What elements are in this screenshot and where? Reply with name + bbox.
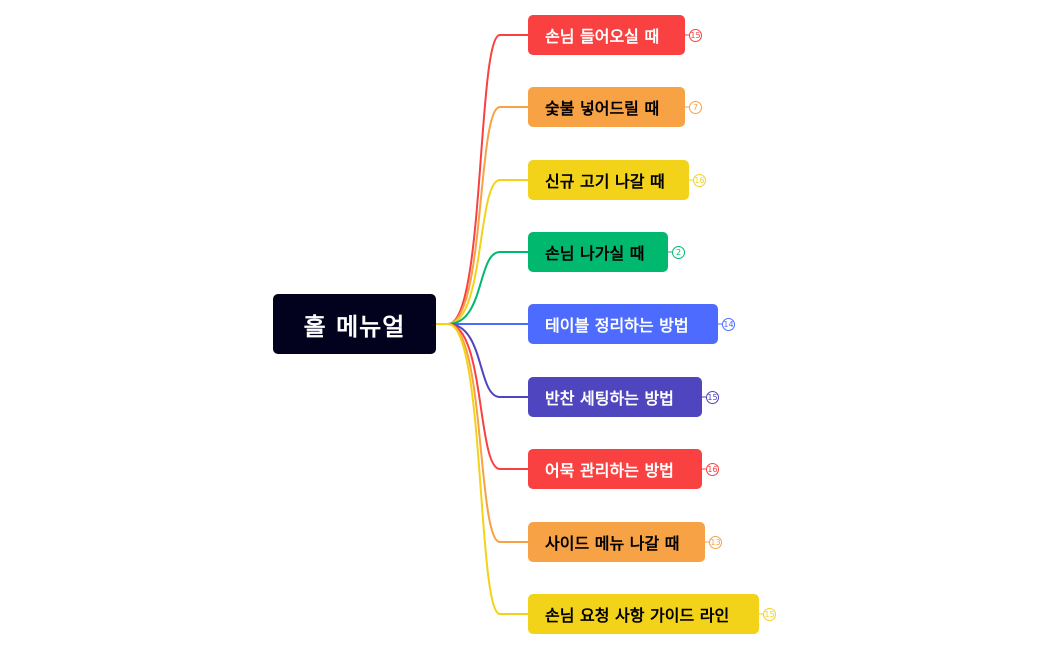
subtopic-count-badge[interactable]: 15 — [763, 607, 776, 621]
branch-node[interactable]: 손님 들어오실 때 — [528, 15, 685, 55]
connector-line — [436, 179, 528, 325]
branch-node[interactable]: 손님 나가실 때 — [528, 232, 668, 272]
subtopic-count-badge[interactable]: 7 — [689, 100, 702, 114]
branch-label: 테이블 정리하는 방법 — [545, 316, 689, 335]
subtopic-count-badge[interactable]: 16 — [706, 462, 719, 476]
branch-node[interactable]: 어묵 관리하는 방법 — [528, 449, 702, 489]
connector-line — [436, 251, 528, 325]
branch-label: 신규 고기 나갈 때 — [545, 172, 665, 191]
branch-node[interactable]: 손님 요청 사항 가이드 라인 — [528, 594, 759, 634]
subtopic-count-badge[interactable]: 15 — [689, 28, 702, 42]
connector-line — [436, 323, 528, 615]
branch-label: 숯불 넣어드릴 때 — [545, 99, 660, 118]
subtopic-count-badge[interactable]: 2 — [672, 245, 685, 259]
root-node[interactable]: 홀 메뉴얼 — [273, 294, 436, 354]
branch-node[interactable]: 테이블 정리하는 방법 — [528, 304, 718, 344]
connector-line — [436, 323, 528, 398]
subtopic-count-badge[interactable]: 15 — [706, 390, 719, 404]
branch-label: 손님 나가실 때 — [545, 244, 645, 263]
branch-label: 사이드 메뉴 나갈 때 — [545, 534, 680, 553]
branch-label: 손님 요청 사항 가이드 라인 — [545, 606, 730, 625]
branch-node[interactable]: 숯불 넣어드릴 때 — [528, 87, 685, 127]
branch-node[interactable]: 사이드 메뉴 나갈 때 — [528, 522, 705, 562]
subtopic-count-badge[interactable]: 13 — [709, 535, 722, 549]
branch-label: 손님 들어오실 때 — [545, 27, 660, 46]
connector-line — [436, 106, 528, 325]
branch-node[interactable]: 신규 고기 나갈 때 — [528, 160, 689, 200]
branch-label: 반찬 세팅하는 방법 — [545, 389, 674, 408]
subtopic-count-badge[interactable]: 14 — [722, 317, 735, 331]
branch-node[interactable]: 반찬 세팅하는 방법 — [528, 377, 702, 417]
subtopic-count-badge[interactable]: 16 — [693, 173, 706, 187]
connector-line — [436, 34, 528, 325]
branch-label: 어묵 관리하는 방법 — [545, 461, 674, 480]
